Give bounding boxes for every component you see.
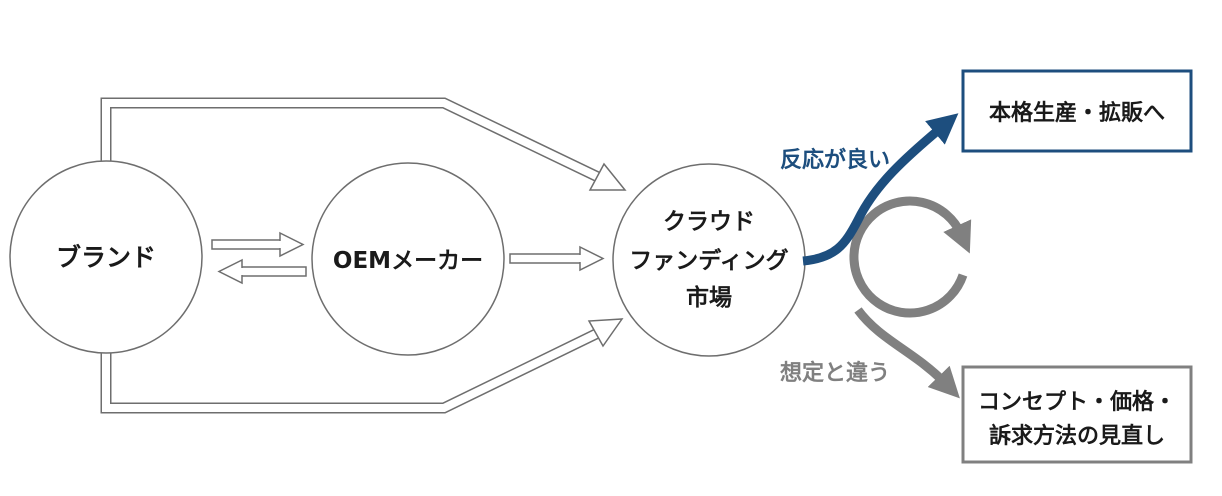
review-label-line-2: 訴求方法の見直し bbox=[989, 423, 1165, 449]
oem-label: OEMメーカー bbox=[333, 248, 483, 274]
scale-up-box: 本格生産・拡販へ bbox=[961, 69, 1193, 153]
oem-to-brand-arrow bbox=[217, 258, 307, 285]
unexpected-label: 想定と違う bbox=[780, 360, 890, 386]
crowdfunding-label-line-1: クラウド bbox=[663, 209, 755, 235]
oem-to-market-arrow bbox=[509, 245, 605, 272]
review-box: コンセプト・価格・ 訴求方法の見直し bbox=[961, 365, 1193, 464]
scale-up-label: 本格生産・拡販へ bbox=[989, 100, 1165, 126]
brand-label: ブランド bbox=[56, 243, 156, 272]
brand-to-market-top-arrow bbox=[100, 97, 627, 191]
crowdfunding-node: クラウド ファンディング 市場 bbox=[612, 163, 806, 357]
crowdfunding-label-line-3: 市場 bbox=[686, 284, 732, 311]
oem-node: OEMメーカー bbox=[311, 162, 505, 356]
brand-to-market-bottom-arrow bbox=[100, 318, 624, 414]
brand-node: ブランド bbox=[9, 160, 203, 354]
brand-to-oem-arrow bbox=[211, 231, 305, 258]
review-label-line-1: コンセプト・価格・ bbox=[978, 389, 1176, 415]
rethink-loop-arrow bbox=[849, 196, 972, 399]
good-response-label: 反応が良い bbox=[780, 147, 890, 173]
crowdfunding-label-line-2: ファンディング bbox=[629, 247, 788, 274]
good-response-arrow bbox=[802, 113, 959, 266]
